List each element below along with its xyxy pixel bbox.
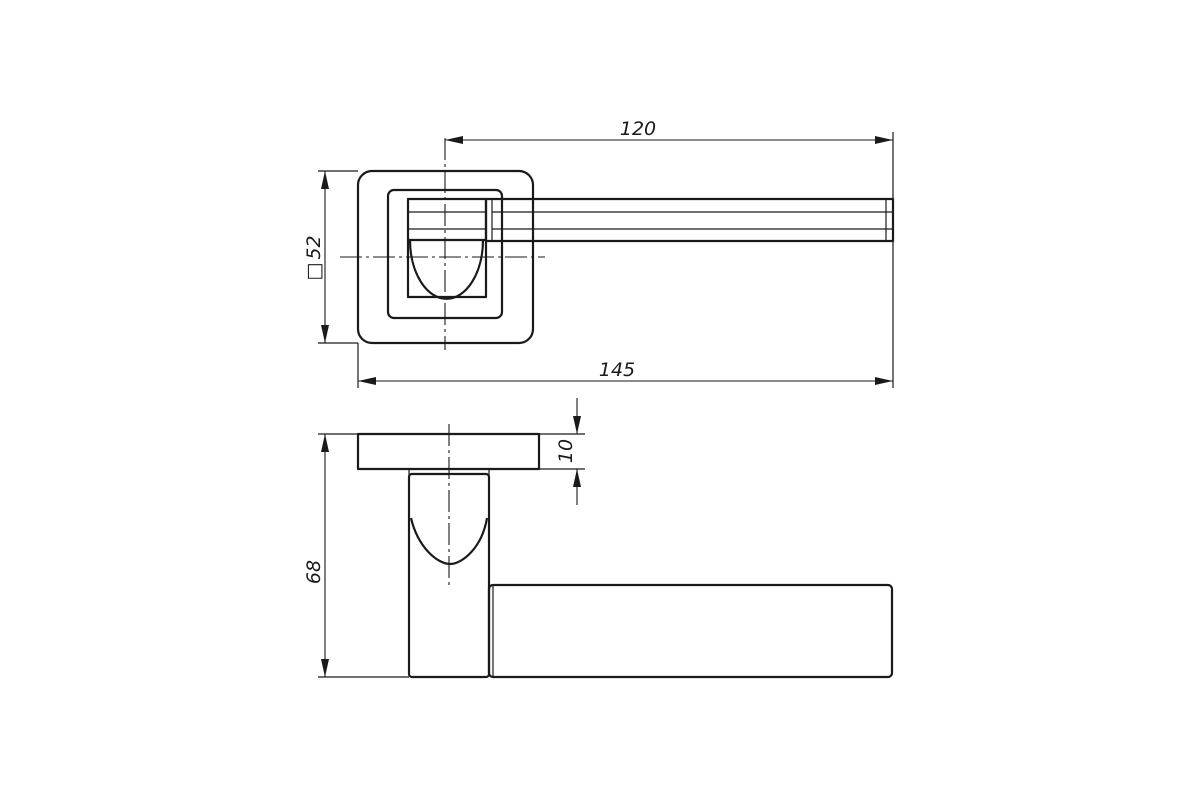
dim-145-label: 145: [599, 359, 635, 381]
neck-curve: [409, 517, 489, 566]
side-view: [356, 424, 894, 679]
lever-side: [487, 583, 894, 679]
neck-square: [406, 197, 488, 299]
dim-52-label: 52: [303, 235, 325, 259]
dim-120-label: 120: [620, 118, 656, 140]
dimension-10: 10: [539, 398, 585, 505]
dimension-145: 145: [357, 241, 894, 388]
shaft-arc: [408, 239, 485, 300]
lever-plan: [484, 197, 895, 243]
dimension-120: 120: [445, 118, 894, 199]
svg-text:□52: □ 52: [303, 235, 325, 280]
dimension-68: 68: [303, 433, 409, 678]
dimension-52: □ 52: [303, 170, 358, 344]
dim-52-square-symbol: □: [303, 263, 325, 281]
dim-68-label: 68: [303, 560, 325, 584]
top-view: [340, 138, 895, 350]
dim-10-label: 10: [555, 439, 577, 463]
